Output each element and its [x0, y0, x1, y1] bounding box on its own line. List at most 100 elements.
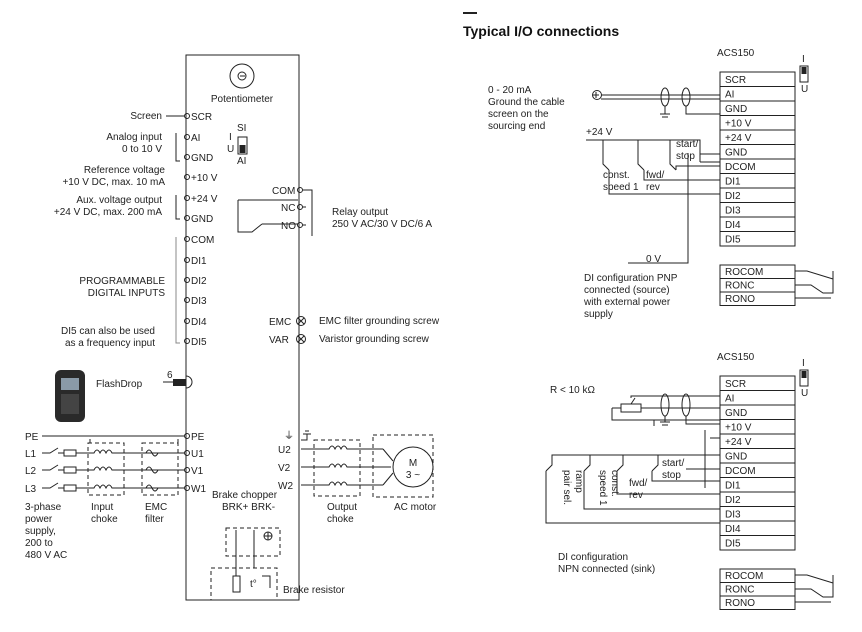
- svg-text:0 - 20 mA: 0 - 20 mA: [488, 85, 532, 96]
- terminal-label: DI3: [191, 296, 207, 307]
- input-choke-label-1: Input: [91, 502, 113, 513]
- emc-screw-icon: [296, 316, 306, 326]
- svg-text:DI configuration PNP: DI configuration PNP: [584, 273, 678, 284]
- potentiometer-icon: [229, 63, 255, 89]
- potentiometer-icon: [620, 403, 642, 413]
- terminal-0: [184, 113, 190, 119]
- svg-text:⏚: ⏚: [284, 430, 294, 442]
- flashdrop-label: FlashDrop: [96, 379, 143, 390]
- svg-text:NC: NC: [281, 203, 295, 214]
- var-screw-icon: [296, 334, 306, 344]
- terminal-9: [184, 297, 190, 303]
- terminal-label: +24 V: [191, 194, 218, 205]
- svg-text:t°: t°: [250, 579, 257, 590]
- svg-text:rev: rev: [646, 182, 660, 193]
- relay-cell: [719, 291, 796, 306]
- terminal-3: [184, 174, 190, 180]
- terminal-label: GND: [725, 408, 747, 419]
- brake-chopper-label-2: BRK+ BRK-: [222, 502, 275, 513]
- terminal-1: [184, 134, 190, 140]
- power-term-label: W1: [191, 484, 206, 495]
- terminal-10: [184, 318, 190, 324]
- svg-text:U: U: [227, 144, 234, 155]
- svg-text:DI configuration: DI configuration: [558, 552, 628, 563]
- svg-text:speed 1: speed 1: [603, 182, 639, 193]
- terminal-label: AI: [725, 90, 734, 101]
- relay-label: RONO: [725, 294, 755, 305]
- emc-screw-label: EMC filter grounding screw: [319, 316, 440, 327]
- terminal-label: DI3: [725, 510, 741, 521]
- svg-text:200 to: 200 to: [25, 538, 53, 549]
- flashdrop-number: 6: [167, 370, 173, 381]
- terminal-label: +10 V: [725, 119, 752, 130]
- terminal-label: +24 V: [725, 437, 752, 448]
- power-in-label: L3: [25, 484, 37, 495]
- terminal-label: +10 V: [725, 423, 752, 434]
- motor-output-wiring: M 3 ~ ⏚: [284, 430, 434, 498]
- programmable-label-2: DIGITAL INPUTS: [88, 288, 166, 299]
- output-choke-label-1: Output: [327, 502, 357, 513]
- svg-text:SI: SI: [237, 123, 246, 134]
- terminal-label: DI5: [725, 235, 741, 246]
- svg-text:fwd/: fwd/: [629, 478, 648, 489]
- power-term-label: PE: [191, 432, 205, 443]
- svg-text:M: M: [409, 458, 417, 469]
- drive-model: ACS150: [717, 48, 755, 59]
- power-in-label: L2: [25, 466, 37, 477]
- svg-text:U: U: [801, 84, 808, 95]
- terminal-8: [184, 277, 190, 283]
- relay-cell: [719, 595, 796, 610]
- programmable-label-1: PROGRAMMABLE: [79, 276, 165, 287]
- fuse-icon: [63, 466, 77, 474]
- svg-text:U2: U2: [278, 445, 291, 456]
- svg-text:NO: NO: [281, 221, 296, 232]
- svg-text:+24 V: +24 V: [586, 127, 613, 138]
- svg-text:0 V: 0 V: [646, 254, 661, 265]
- svg-text:const.: const.: [603, 170, 630, 181]
- ac-motor-label: AC motor: [394, 502, 437, 513]
- aux-voltage-label-2: +24 V DC, max. 200 mA: [54, 207, 162, 218]
- emc-filter-label-1: EMC: [145, 502, 167, 513]
- terminal-label: GND: [725, 148, 747, 159]
- terminal-label: GND: [191, 153, 213, 164]
- di5-note-1: DI5 can also be used: [61, 326, 155, 337]
- ac-motor-icon: [392, 446, 434, 488]
- svg-text:W2: W2: [278, 481, 293, 492]
- terminal-label: DCOM: [725, 466, 756, 477]
- drive-model: ACS150: [717, 352, 755, 363]
- analog-input-label-2: 0 to 10 V: [122, 144, 162, 155]
- fuse-icon: [63, 449, 77, 457]
- grounding-screws: EMC EMC filter grounding screw VAR Varis…: [269, 316, 440, 346]
- terminal-6: [184, 236, 190, 242]
- power-labels: 3-phase power supply, 200 to 480 V AC In…: [25, 502, 167, 561]
- terminal-5: [184, 215, 190, 221]
- svg-text:3 ~: 3 ~: [406, 470, 420, 481]
- aux-voltage-label-1: Aux. voltage output: [76, 195, 162, 206]
- brake-resistor-icon: [232, 575, 241, 593]
- svg-text:COM: COM: [272, 186, 295, 197]
- relay-label: ROCOM: [725, 267, 763, 278]
- relay-label: RONC: [725, 281, 754, 292]
- power-term-label: U1: [191, 449, 204, 460]
- svg-text:I: I: [229, 132, 232, 143]
- power-in-label: PE: [25, 432, 39, 443]
- svg-text:power: power: [25, 514, 53, 525]
- terminal-label: SCR: [725, 379, 746, 390]
- terminal-label: SCR: [191, 112, 212, 123]
- svg-text:I: I: [802, 54, 805, 65]
- terminal-brackets: [175, 133, 180, 344]
- brake-resistor-label: Brake resistor: [283, 585, 345, 596]
- svg-text:stop: stop: [662, 470, 681, 481]
- flashdrop-device: FlashDrop 6: [55, 370, 193, 422]
- svg-text:3-phase: 3-phase: [25, 502, 62, 513]
- terminal-label: GND: [191, 214, 213, 225]
- svg-text:supply,: supply,: [25, 526, 56, 537]
- ai-mode-switch[interactable]: SI I U AI: [227, 123, 248, 167]
- terminal-label: DI5: [191, 337, 207, 348]
- terminal-label: DI4: [725, 220, 741, 231]
- terminal-label: DCOM: [725, 162, 756, 173]
- potentiometer-label: Potentiometer: [211, 94, 274, 105]
- terminal-cell: [719, 231, 796, 247]
- terminal-2: [184, 154, 190, 160]
